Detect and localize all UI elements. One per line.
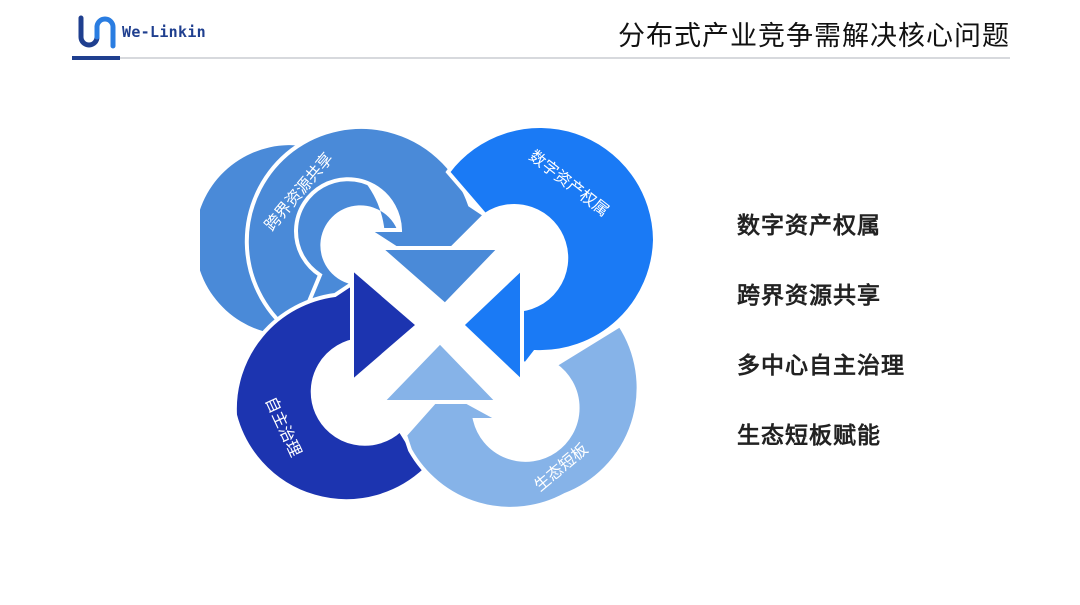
arrowhead-resource-sharing [378,246,502,307]
loop-self-governance [232,266,428,504]
arrowhead-self-governance [350,266,420,384]
issue-item: 跨界资源共享 [737,283,881,309]
loop-resource-sharing [200,125,502,339]
loop-ecosystem-gaps [380,322,641,511]
header-divider [72,57,1010,59]
issue-item: 多中心自主治理 [737,353,905,379]
loop-band-ecosystem-gaps [402,322,641,511]
arrowhead-digital-assets [460,266,524,384]
cycle-diagram: 跨界资源共享 数字资产权属 自主治理 生态短板 [200,124,658,511]
header: We-Linkin 分布式产业竞争需解决核心问题 [0,0,1080,62]
loop-digital-assets [445,124,658,384]
arrowhead-ecosystem-gaps [380,340,500,404]
issue-item: 生态短板赋能 [737,423,881,449]
brand-logo[interactable]: We-Linkin [78,15,206,49]
page-title: 分布式产业竞争需解决核心问题 [618,21,1010,52]
header-divider-accent [72,56,120,60]
core-issues-list: 数字资产权属 跨界资源共享 多中心自主治理 生态短板赋能 [737,206,905,486]
issue-item: 数字资产权属 [737,213,881,239]
brand-name: We-Linkin [122,23,206,41]
we-linkin-logo-icon [78,15,116,49]
